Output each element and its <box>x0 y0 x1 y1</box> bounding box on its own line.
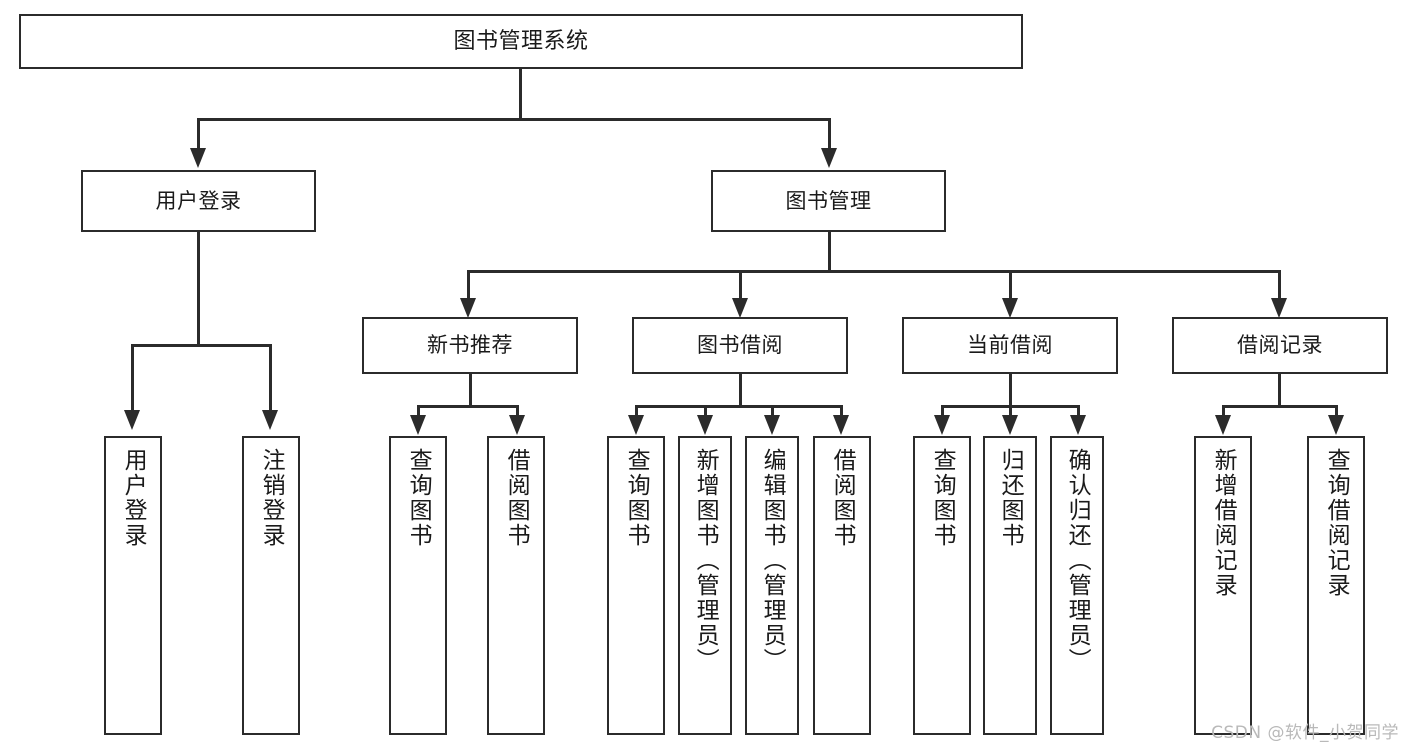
node-label: 注销登录 <box>258 448 285 548</box>
edge-book-manage-stem <box>828 232 831 272</box>
arrow-borrow-to-leaf4 <box>833 415 849 435</box>
node-borrow-record[interactable]: 借阅记录 <box>1172 317 1388 374</box>
edge-book-manage-to-recommend <box>467 270 470 300</box>
arrow-book-manage-to-record <box>1271 298 1287 318</box>
edge-record-to-leaf2 <box>1335 405 1338 423</box>
edge-book-manage-bus <box>467 270 1281 273</box>
edge-current-to-leaf1 <box>941 405 944 423</box>
edge-user-login-to-leaf1 <box>131 344 134 412</box>
node-label: 图书管理 <box>785 188 872 213</box>
arrow-book-manage-to-current <box>1002 298 1018 318</box>
node-label: 图书借阅 <box>697 333 783 358</box>
node-leaf-user-login[interactable]: 用户登录 <box>104 436 162 735</box>
node-label: 确认归还（管理员） <box>1064 448 1091 673</box>
node-book-borrow[interactable]: 图书借阅 <box>632 317 848 374</box>
node-leaf-query-book-borrow[interactable]: 查询图书 <box>607 436 665 735</box>
arrow-current-to-leaf2 <box>1002 415 1018 435</box>
node-leaf-add-book[interactable]: 新增图书（管理员） <box>678 436 732 735</box>
edge-root-stem <box>519 69 522 120</box>
node-label: 用户登录 <box>155 188 242 213</box>
arrow-recommend-to-leaf2 <box>509 415 525 435</box>
edge-recommend-to-leaf2 <box>516 405 519 423</box>
arrow-book-manage-to-recommend <box>460 298 476 318</box>
edge-root-to-book-manage <box>828 118 831 150</box>
node-leaf-borrow-book-borrow[interactable]: 借阅图书 <box>813 436 871 735</box>
edge-borrow-to-leaf4 <box>840 405 843 423</box>
node-current-borrow[interactable]: 当前借阅 <box>902 317 1118 374</box>
edge-record-to-leaf1 <box>1222 405 1225 423</box>
edge-borrow-to-leaf3 <box>771 405 774 423</box>
arrow-record-to-leaf2 <box>1328 415 1344 435</box>
node-label: 借阅图书 <box>503 448 530 548</box>
edge-user-login-to-leaf2 <box>269 344 272 412</box>
node-root-book-management-system[interactable]: 图书管理系统 <box>19 14 1023 69</box>
node-label: 查询图书 <box>623 448 650 548</box>
node-label: 当前借阅 <box>967 333 1053 358</box>
node-leaf-query-borrow-record[interactable]: 查询借阅记录 <box>1307 436 1365 735</box>
edge-borrow-to-leaf2 <box>704 405 707 423</box>
node-leaf-query-book-current[interactable]: 查询图书 <box>913 436 971 735</box>
arrow-user-login-to-leaf1 <box>124 410 140 430</box>
edge-recommend-to-leaf1 <box>417 405 420 423</box>
edge-recommend-bus <box>417 405 519 408</box>
arrow-record-to-leaf1 <box>1215 415 1231 435</box>
node-label: 借阅图书 <box>829 448 856 548</box>
arrow-borrow-to-leaf3 <box>764 415 780 435</box>
node-label: 新增借阅记录 <box>1210 448 1237 598</box>
arrow-recommend-to-leaf1 <box>410 415 426 435</box>
node-leaf-edit-book[interactable]: 编辑图书（管理员） <box>745 436 799 735</box>
node-label: 编辑图书（管理员） <box>759 448 786 673</box>
arrow-current-to-leaf1 <box>934 415 950 435</box>
node-label: 查询图书 <box>929 448 956 548</box>
edge-root-to-user-login <box>197 118 200 150</box>
arrow-borrow-to-leaf1 <box>628 415 644 435</box>
arrow-root-to-user-login <box>190 148 206 168</box>
node-label: 查询借阅记录 <box>1323 448 1350 598</box>
arrow-root-to-book-manage <box>821 148 837 168</box>
node-leaf-borrow-book-recommend[interactable]: 借阅图书 <box>487 436 545 735</box>
node-leaf-return-book[interactable]: 归还图书 <box>983 436 1037 735</box>
edge-borrow-stem <box>739 374 742 408</box>
node-leaf-confirm-return[interactable]: 确认归还（管理员） <box>1050 436 1104 735</box>
node-label: 借阅记录 <box>1237 333 1323 358</box>
node-leaf-add-borrow-record[interactable]: 新增借阅记录 <box>1194 436 1252 735</box>
edge-record-stem <box>1278 374 1281 408</box>
arrow-borrow-to-leaf2 <box>697 415 713 435</box>
edge-record-bus <box>1222 405 1338 408</box>
edge-book-manage-to-current <box>1009 270 1012 300</box>
node-label: 图书管理系统 <box>453 28 589 54</box>
edge-user-login-bus <box>131 344 272 347</box>
node-label: 新书推荐 <box>427 333 513 358</box>
arrow-book-manage-to-borrow <box>732 298 748 318</box>
edge-user-login-stem <box>197 232 200 346</box>
node-book-management[interactable]: 图书管理 <box>711 170 946 232</box>
edge-current-to-leaf3 <box>1077 405 1080 423</box>
edge-current-stem <box>1009 374 1012 408</box>
arrow-user-login-to-leaf2 <box>262 410 278 430</box>
node-label: 查询图书 <box>405 448 432 548</box>
edge-root-bus <box>197 118 831 121</box>
node-user-login[interactable]: 用户登录 <box>81 170 316 232</box>
node-label: 用户登录 <box>120 448 147 548</box>
node-label: 新增图书（管理员） <box>692 448 719 673</box>
edge-borrow-to-leaf1 <box>635 405 638 423</box>
edge-current-to-leaf2 <box>1009 405 1012 423</box>
edge-book-manage-to-borrow <box>739 270 742 300</box>
node-leaf-query-book-recommend[interactable]: 查询图书 <box>389 436 447 735</box>
arrow-current-to-leaf3 <box>1070 415 1086 435</box>
edge-book-manage-to-record <box>1278 270 1281 300</box>
node-leaf-logout-login[interactable]: 注销登录 <box>242 436 300 735</box>
edge-borrow-bus <box>635 405 843 408</box>
csdn-watermark: CSDN @软件_小贺同学 <box>1211 723 1399 743</box>
edge-recommend-stem <box>469 374 472 408</box>
node-label: 归还图书 <box>997 448 1024 548</box>
node-new-book-recommend[interactable]: 新书推荐 <box>362 317 578 374</box>
